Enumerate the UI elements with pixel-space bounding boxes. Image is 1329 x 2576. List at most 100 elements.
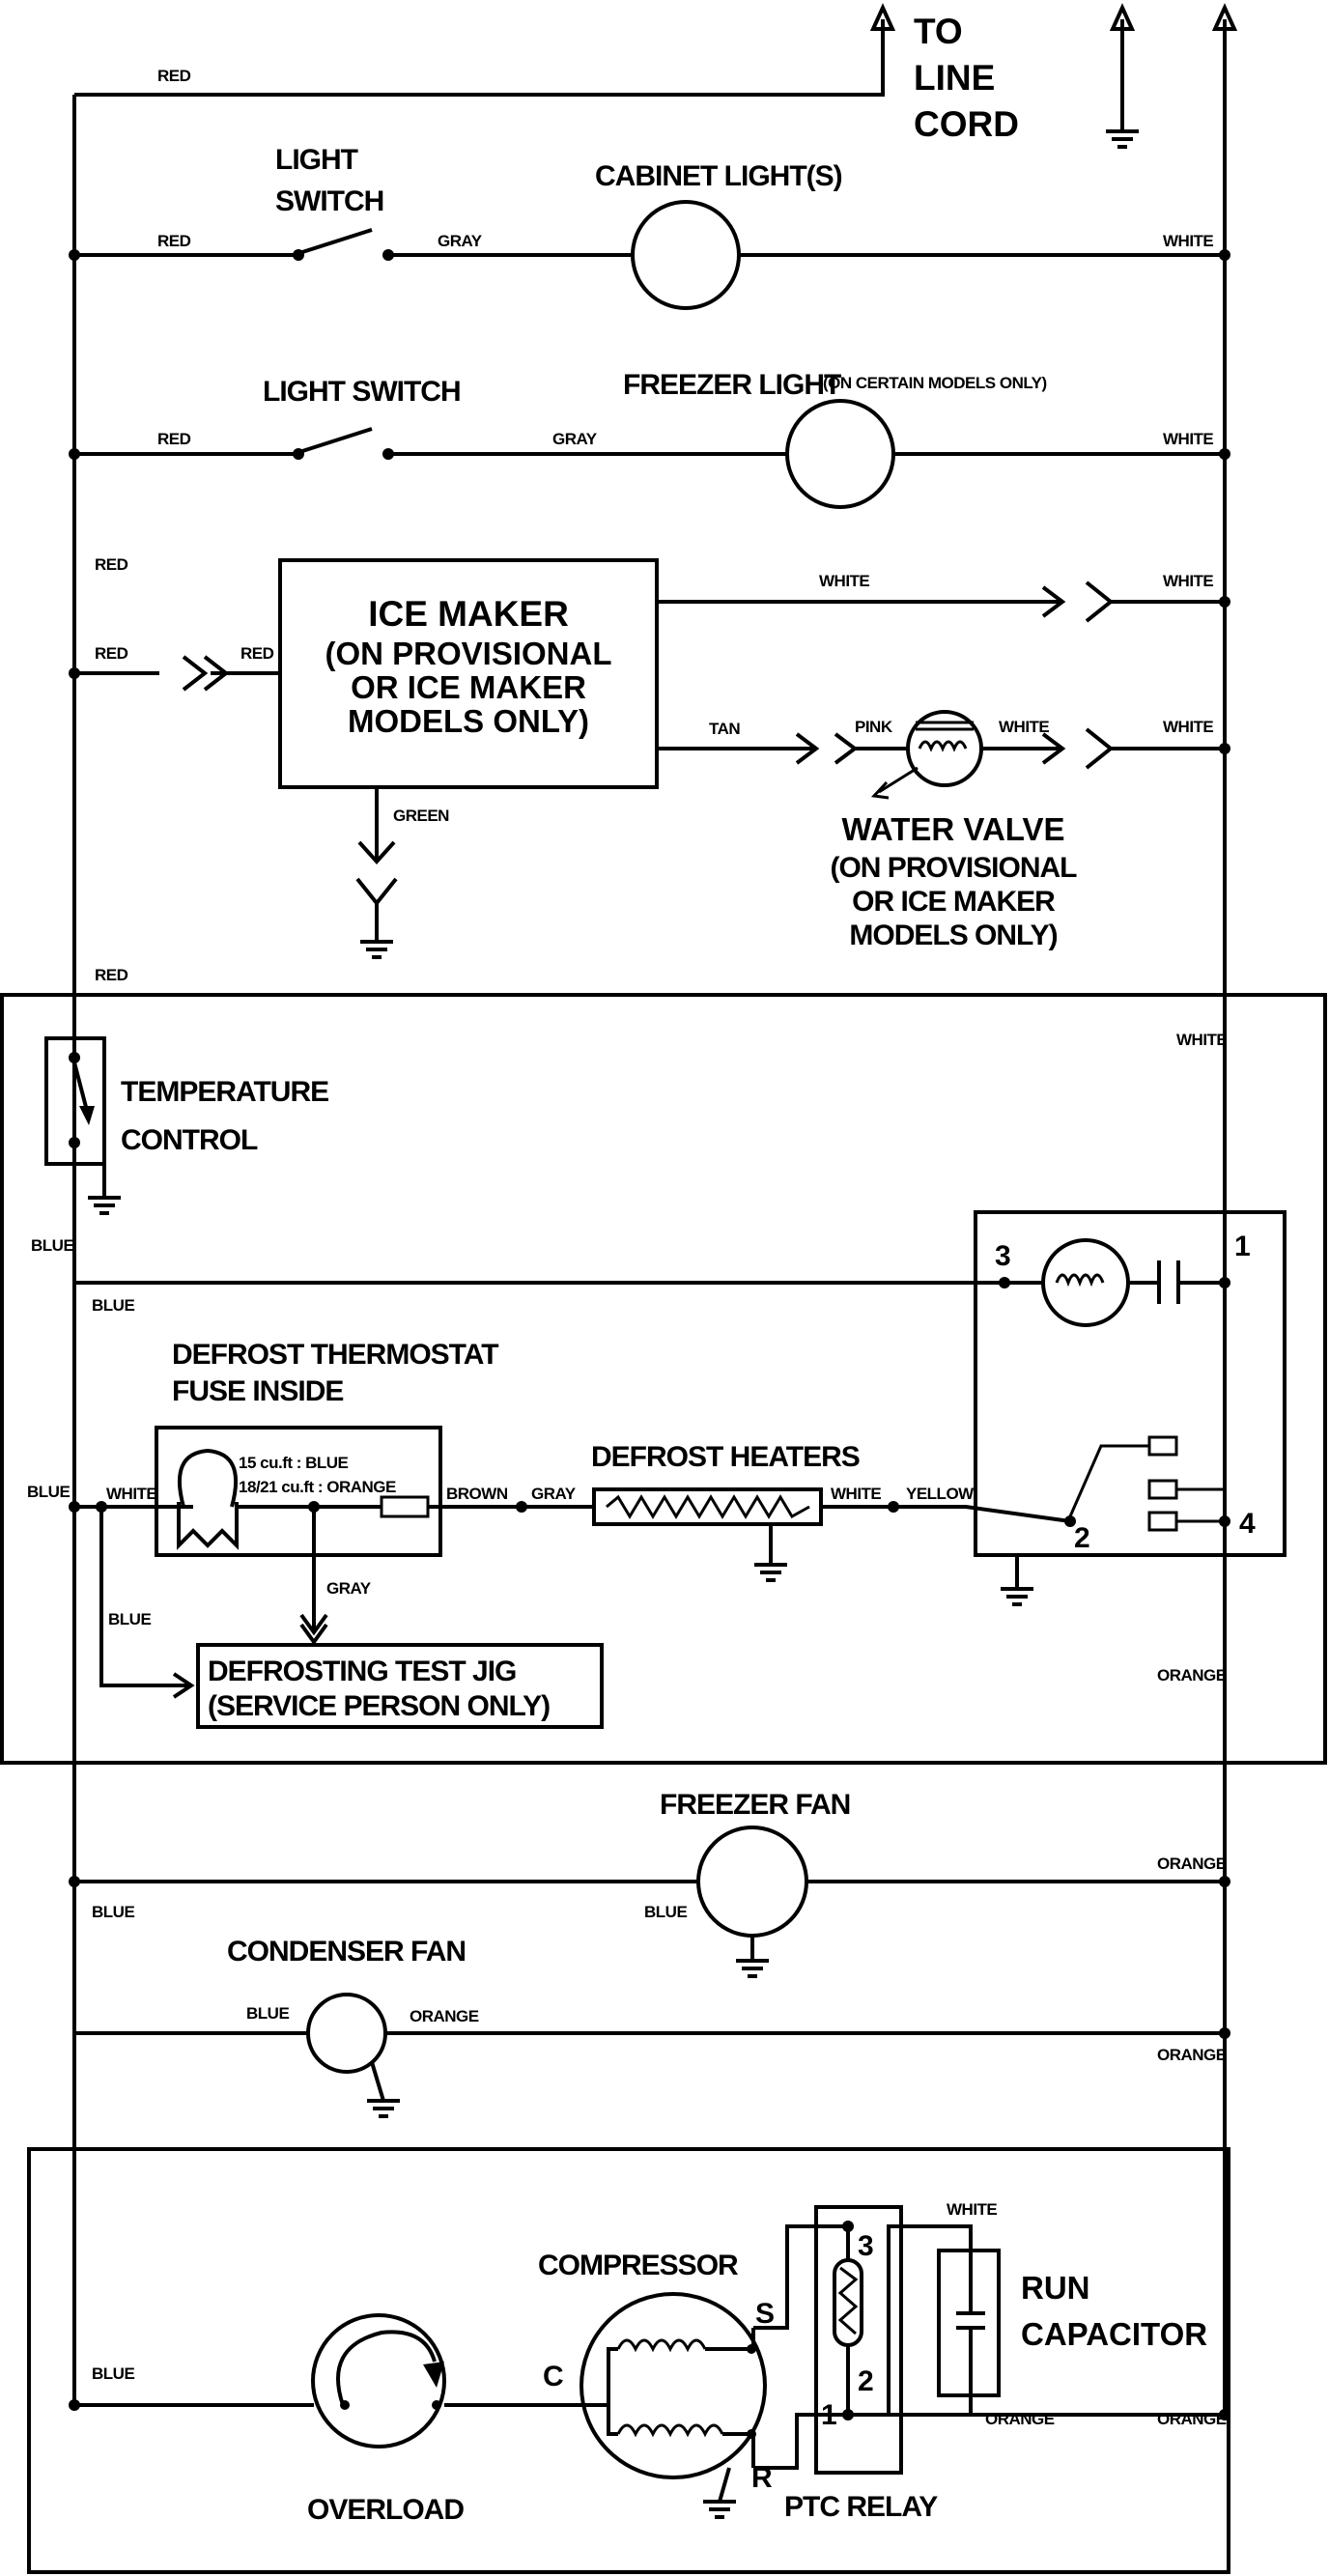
wire-label-yellow: YELLOW: [906, 1485, 975, 1503]
wire-label-white: WHITE: [1163, 572, 1213, 590]
compressor-section-box: [27, 2147, 1230, 2574]
wire-label-red: RED: [95, 644, 128, 663]
water-valve-label: MODELS ONLY): [849, 920, 1057, 951]
ground-icon: [754, 1563, 787, 1582]
compressor-icon: [580, 2292, 767, 2479]
freezer-light-icon: [785, 399, 895, 509]
compressor-terminal-label: C: [543, 2361, 563, 2392]
ground-icon: [1106, 129, 1139, 149]
wire-label-white: WHITE: [1163, 718, 1213, 736]
wire-label-white: WHITE: [106, 1485, 156, 1503]
temperature-control-label: CONTROL: [121, 1124, 258, 1156]
compressor-terminal-label: R: [751, 2462, 773, 2494]
wire-label-tan: TAN: [709, 720, 740, 738]
wire-label-white: WHITE: [1163, 232, 1213, 250]
wire-label-blue: BLUE: [27, 1483, 70, 1501]
defrost-thermostat-label: DEFROST THERMOSTAT: [172, 1339, 498, 1371]
timer-terminal-label: 2: [1074, 1522, 1089, 1554]
defrost-thermostat-label: FUSE INSIDE: [172, 1375, 343, 1407]
test-jig-box: [196, 1643, 604, 1729]
ptc-relay-box: [814, 2205, 903, 2475]
condenser-fan-label: CONDENSER FAN: [227, 1936, 466, 1967]
freezer-fan-branch: [69, 1826, 1230, 1978]
ground-icon: [88, 1196, 121, 1215]
condenser-fan-branch: [74, 1993, 1230, 2118]
timer-terminal-label: 1: [1234, 1231, 1250, 1262]
wire-label-gray: GRAY: [438, 232, 483, 250]
overload-label: OVERLOAD: [307, 2494, 464, 2526]
ice-maker-label: MODELS ONLY): [348, 703, 589, 739]
relay-terminal-label: 1: [821, 2399, 836, 2431]
compressor-circuit: [69, 2205, 1230, 2519]
timer-terminal-label: 3: [995, 1240, 1010, 1272]
wire-label-white: WHITE: [1176, 1031, 1227, 1049]
wire-label-orange: ORANGE: [1157, 2410, 1227, 2428]
condenser-fan-icon: [306, 1993, 387, 2074]
light-switch-label: LIGHT: [275, 144, 358, 176]
wire-label-pink: PINK: [855, 718, 893, 736]
ice-maker-label: OR ICE MAKER: [351, 669, 586, 705]
defrost-thermostat: [69, 1426, 1071, 1729]
defrost-heaters-label: DEFROST HEATERS: [591, 1441, 860, 1473]
wire-label-white: WHITE: [819, 572, 869, 590]
overload-icon: [311, 2313, 446, 2449]
wire-label-gray: GRAY: [326, 1579, 372, 1598]
wire-label-red: RED: [95, 966, 128, 984]
timer-motor-icon: [1041, 1238, 1130, 1327]
cabinet-light-icon: [631, 200, 741, 310]
wire-label-orange: ORANGE: [1157, 2046, 1227, 2064]
ice-maker-label: ICE MAKER: [368, 594, 569, 634]
fuse-note: 15 cu.ft : BLUE: [239, 1454, 349, 1472]
relay-terminal-label: 2: [858, 2365, 873, 2397]
line-cord-terminals: [869, 3, 1238, 149]
ptc-relay-label: PTC RELAY: [784, 2491, 938, 2523]
to-line-cord-label: CORD: [914, 104, 1019, 144]
defrost-timer: [74, 1210, 1287, 1606]
wire-label-white: WHITE: [947, 2200, 997, 2219]
run-capacitor-label: CAPACITOR: [1021, 2316, 1207, 2352]
ice-maker-label: (ON PROVISIONAL: [325, 636, 611, 671]
cabinet-light-branch: [69, 200, 1230, 310]
freezer-fan-icon: [696, 1826, 808, 1938]
ground-icon: [360, 940, 393, 959]
wire-label-blue: BLUE: [644, 1903, 687, 1921]
to-line-cord-label: LINE: [914, 58, 995, 98]
temperature-control-label: TEMPERATURE: [121, 1076, 328, 1108]
wire-label-blue: BLUE: [92, 2364, 134, 2383]
water-valve-label: (ON PROVISIONAL: [830, 852, 1077, 884]
ground-icon: [367, 2099, 400, 2118]
wire-label-gray: GRAY: [552, 430, 598, 448]
wire-label-white: WHITE: [1163, 430, 1213, 448]
wire-label-blue: BLUE: [246, 2004, 289, 2023]
light-switch-label: SWITCH: [275, 185, 383, 217]
fuse-note: 18/21 cu.ft : ORANGE: [239, 1478, 396, 1496]
light-switch-label: LIGHT SWITCH: [263, 376, 461, 408]
compressor-label: COMPRESSOR: [538, 2250, 739, 2281]
freezer-light-branch: [69, 399, 1230, 509]
run-capacitor-label: RUN: [1021, 2270, 1090, 2306]
wire-label-orange: ORANGE: [1157, 1666, 1227, 1684]
relay-terminal-label: 3: [858, 2230, 873, 2262]
cabinet-light-label: CABINET LIGHT(S): [595, 160, 842, 192]
ground-icon: [1001, 1587, 1033, 1606]
wire-label-red: RED: [157, 232, 191, 250]
wire-label-white: WHITE: [999, 718, 1049, 736]
wire-label-orange: ORANGE: [985, 2410, 1055, 2428]
water-valve-label: OR ICE MAKER: [852, 886, 1056, 918]
wire-label-blue: BLUE: [92, 1296, 134, 1315]
wire-label-orange: ORANGE: [410, 2007, 479, 2025]
wire-label-blue: BLUE: [108, 1610, 151, 1628]
wire-label-brown: BROWN: [446, 1485, 508, 1503]
ground-icon: [703, 2500, 736, 2519]
temperature-control: [44, 1036, 121, 1215]
test-jig-label: (SERVICE PERSON ONLY): [208, 1690, 550, 1722]
timer-terminal-label: 4: [1239, 1508, 1256, 1540]
water-valve-label: WATER VALVE: [842, 811, 1065, 847]
wire-label-red: RED: [157, 430, 191, 448]
to-line-cord-label: TO: [914, 12, 963, 51]
wire-label-green: GREEN: [393, 807, 449, 825]
wire-label-blue: BLUE: [31, 1236, 73, 1255]
test-jig-label: DEFROSTING TEST JIG: [208, 1656, 516, 1687]
freezer-light-note: (ON CERTAIN MODELS ONLY): [823, 374, 1047, 392]
